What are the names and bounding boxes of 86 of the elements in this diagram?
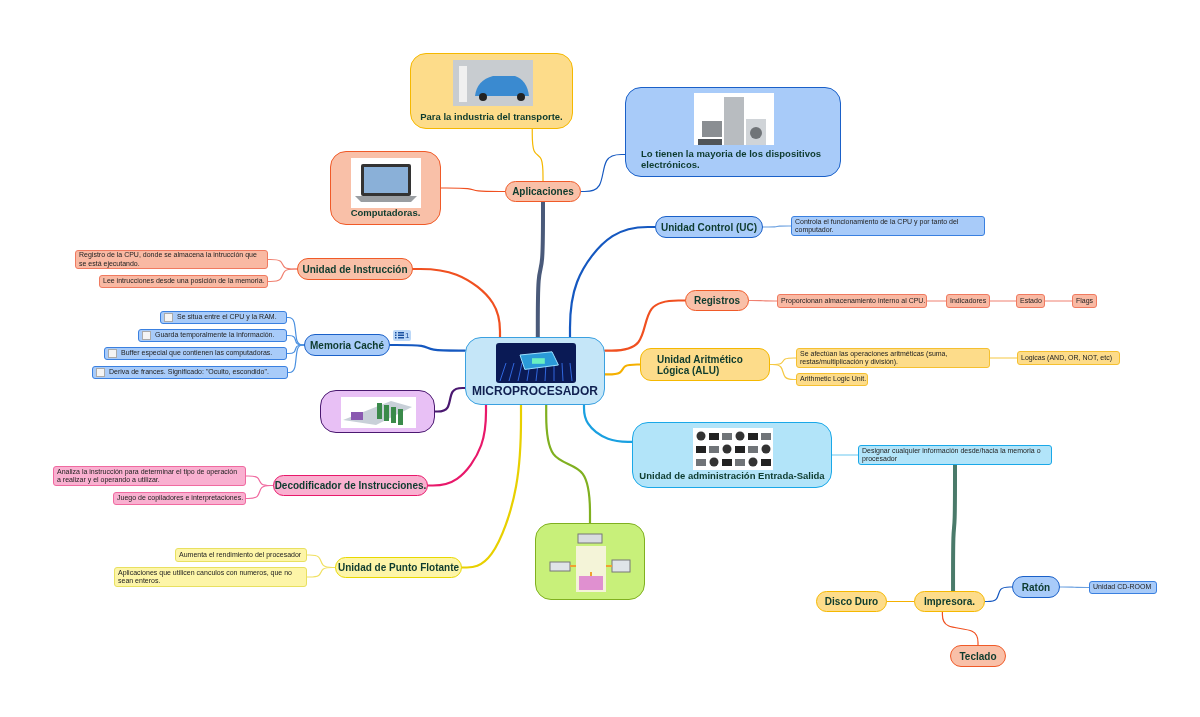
connector-line	[762, 225, 792, 228]
connector-line	[603, 363, 642, 376]
connector-line	[426, 403, 488, 487]
note-box	[53, 466, 246, 486]
connector-line	[440, 187, 506, 193]
note-box	[175, 548, 307, 562]
connector-line	[748, 299, 778, 302]
topic-label: Memoria Caché	[310, 339, 384, 351]
topic-box	[297, 258, 413, 280]
topic-box	[816, 591, 887, 612]
topic-label: Unidad Control (UC)	[660, 221, 758, 233]
picture-card	[410, 53, 573, 129]
note-box	[796, 348, 990, 368]
note-box	[1016, 294, 1045, 308]
picture-card	[632, 422, 832, 488]
connector-line	[531, 128, 544, 182]
connector-line	[568, 225, 657, 339]
topic-label: Ratón	[1021, 581, 1051, 593]
connector-line	[460, 403, 523, 569]
topic-box	[335, 557, 462, 578]
note-box	[113, 492, 246, 505]
connector-line	[535, 200, 545, 339]
note-box	[1089, 581, 1157, 594]
note-box	[1072, 294, 1097, 308]
note-box	[1017, 351, 1120, 365]
note-box	[99, 275, 268, 288]
note-box	[777, 294, 927, 308]
connector-line	[582, 403, 634, 443]
picture-card	[320, 390, 435, 433]
note-box	[791, 216, 985, 236]
connector-line	[941, 611, 979, 646]
note-box	[796, 373, 868, 386]
topic-label: Unidad de Punto Flotante	[337, 562, 460, 573]
topic-box	[273, 475, 428, 496]
topic-label: Decodificador de Instrucciones.	[274, 480, 427, 491]
topic-label: Unidad Aritmético Lógica (ALU)	[657, 353, 744, 376]
topic-label: Unidad de Instrucción	[302, 263, 408, 275]
topic-box	[304, 334, 390, 356]
connector-line	[886, 600, 915, 603]
note-count: 1	[405, 331, 410, 340]
connector-line	[951, 463, 957, 593]
picture-card	[625, 87, 841, 177]
note-box	[104, 347, 287, 360]
topic-label: Disco Duro	[824, 596, 879, 607]
card-title: Para la industria del transporte.	[420, 111, 563, 122]
connector-line	[433, 386, 467, 413]
connector-line	[1059, 586, 1090, 589]
topic-box	[640, 348, 770, 381]
connector-line	[287, 344, 305, 374]
note-box	[160, 311, 287, 324]
connector-line	[831, 454, 859, 456]
topic-box	[914, 591, 985, 612]
connector-line	[989, 357, 1018, 359]
connector-line	[603, 299, 687, 352]
connector-line	[411, 267, 502, 339]
note-box	[114, 567, 307, 587]
picture-card	[535, 523, 645, 600]
connector-line	[388, 343, 467, 352]
card-title: Computadoras.	[350, 207, 421, 218]
topic-box	[655, 216, 763, 238]
picture-card	[330, 151, 441, 225]
connector-line	[267, 268, 298, 283]
connector-line	[989, 300, 1017, 302]
topic-label: Aplicaciones	[512, 186, 574, 197]
connector-line	[580, 153, 626, 193]
topic-label: Impresora.	[923, 596, 976, 607]
topic-box	[950, 645, 1006, 667]
topic-box	[1012, 576, 1060, 598]
card-title: Unidad de administración Entrada-Salida	[639, 470, 825, 481]
topic-box	[685, 290, 749, 311]
picture-card	[465, 337, 605, 405]
topic-box	[505, 181, 581, 202]
connector-line	[286, 344, 305, 355]
connector-line	[926, 300, 947, 302]
connector-line	[545, 403, 592, 525]
card-title: MICROPROCESADOR	[472, 384, 598, 398]
note-box	[858, 445, 1052, 465]
connector-line	[984, 586, 1013, 603]
card-title: Lo tienen la mayoria de los dispositivos electrónicos.	[641, 148, 823, 170]
topic-label: Teclado	[959, 650, 997, 662]
topic-label: Registros	[693, 295, 741, 306]
note-box	[75, 250, 268, 269]
connector-line	[1044, 300, 1073, 302]
note-box	[138, 329, 287, 342]
note-box	[92, 366, 288, 379]
note-box	[946, 294, 990, 308]
